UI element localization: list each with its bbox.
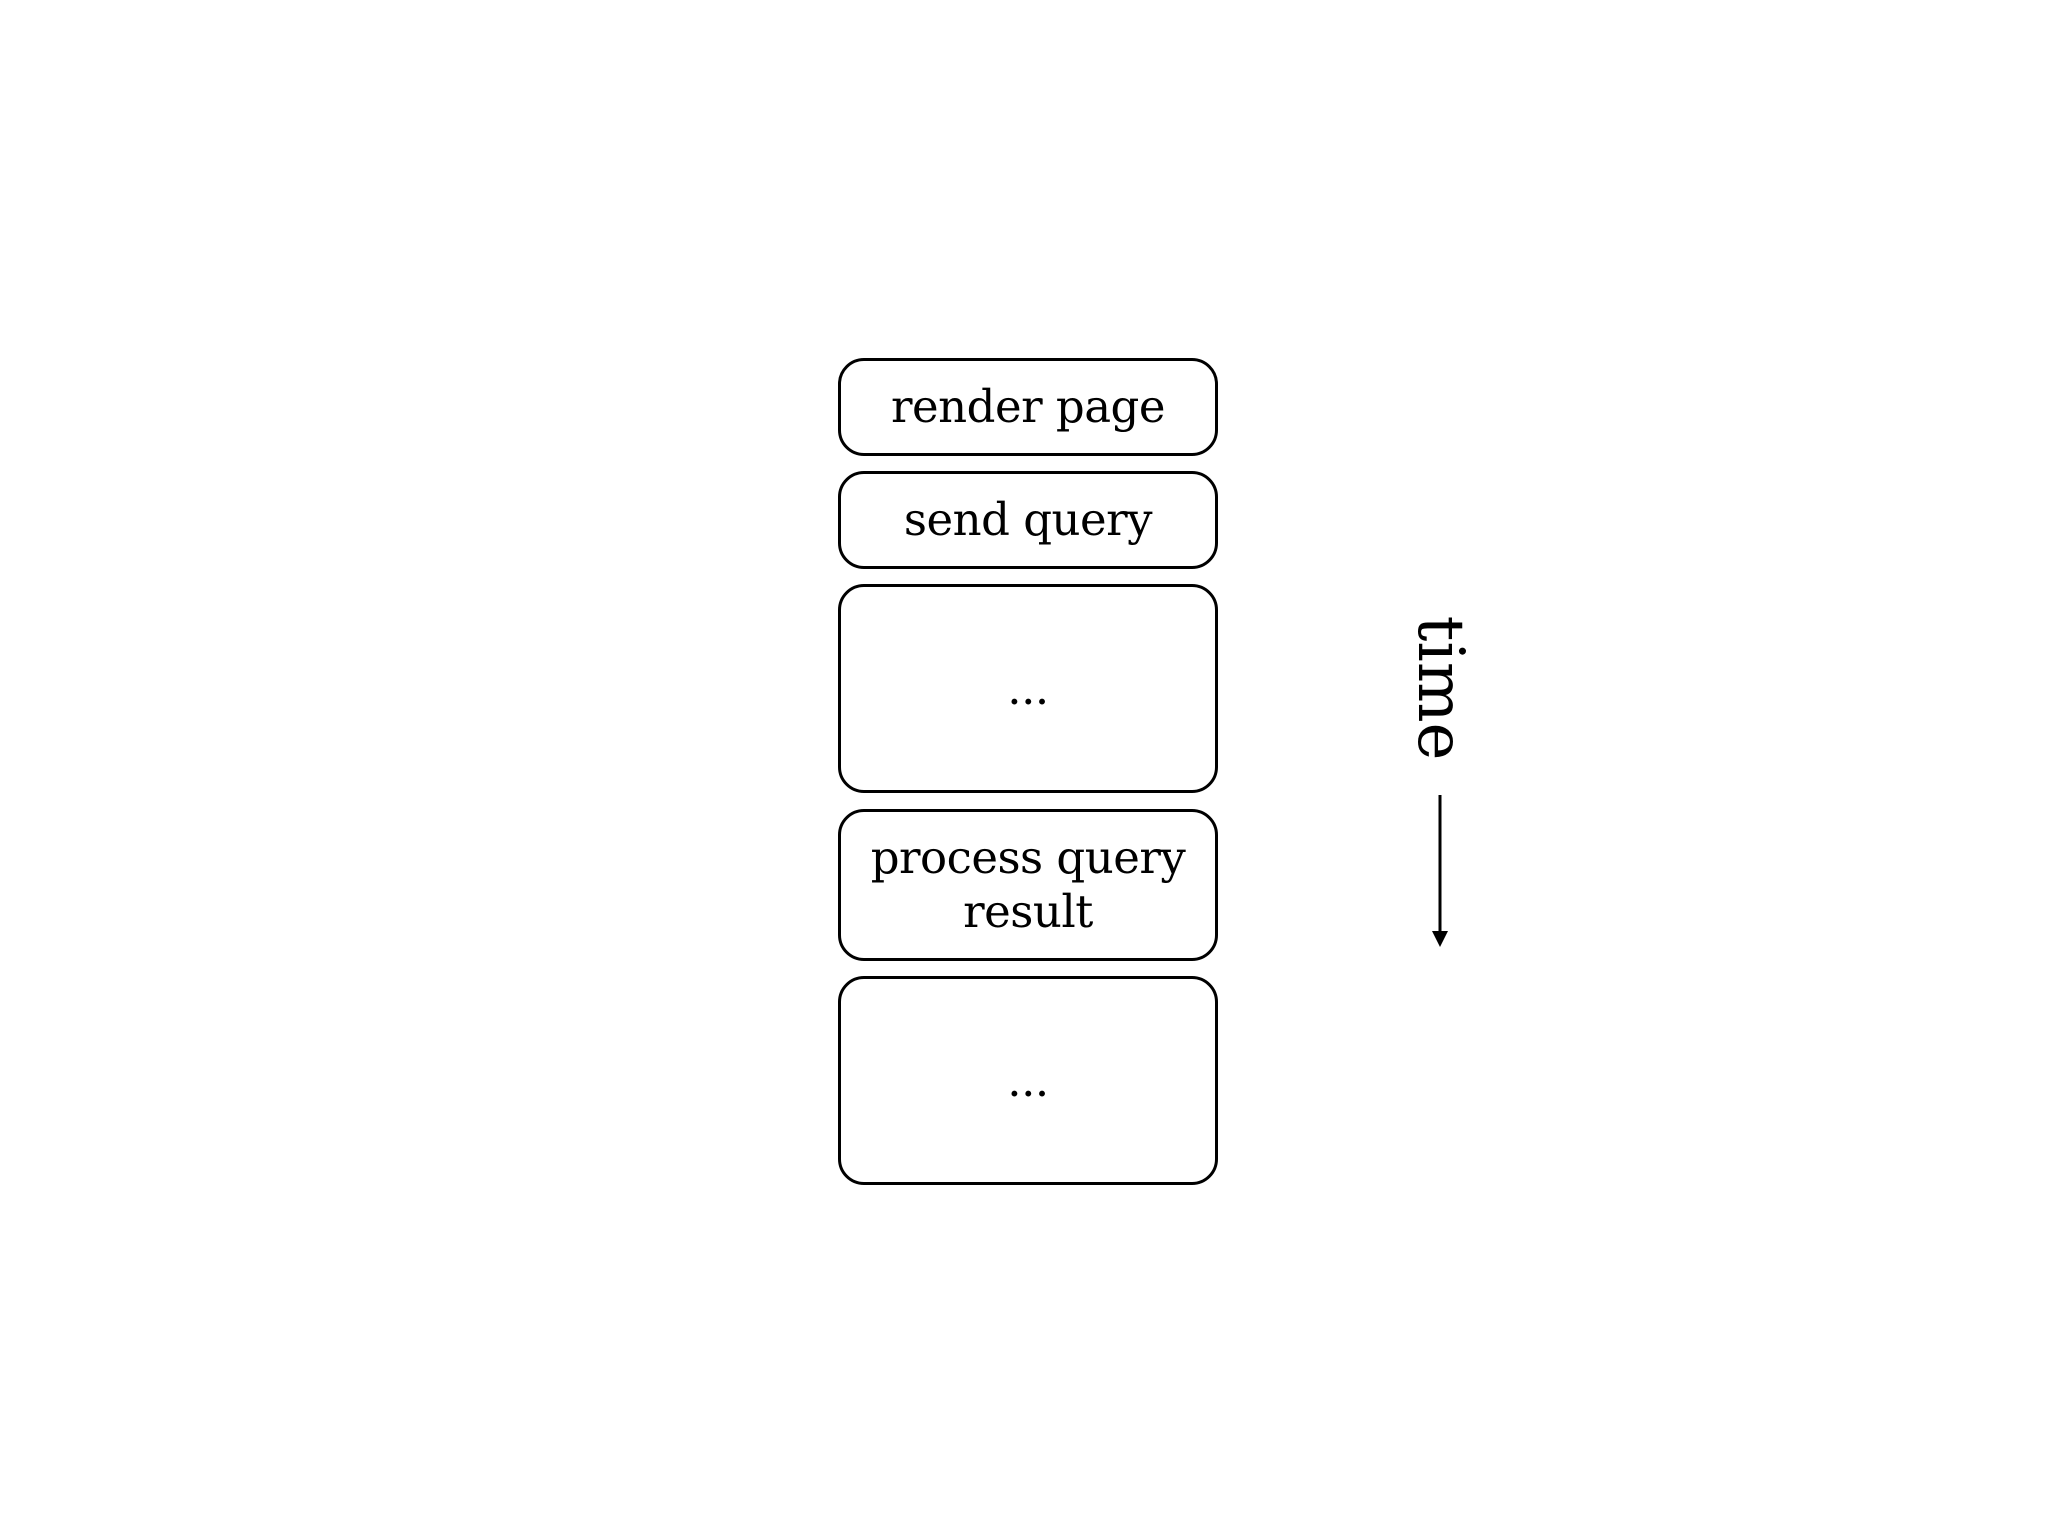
task-block-ellipsis: ... (838, 584, 1218, 793)
task-block-ellipsis: ... (838, 976, 1218, 1185)
task-block-label: ... (1007, 661, 1049, 715)
time-arrow-head (1432, 931, 1448, 947)
task-block-label: send query (903, 493, 1153, 546)
task-block-render-page: render page (838, 358, 1218, 456)
task-block-label: ... (1007, 1053, 1049, 1107)
task-block-label: render page (891, 380, 1165, 433)
task-block-label: process query result (870, 831, 1186, 938)
time-label-text: time (1403, 615, 1477, 761)
down-arrow-icon (1432, 795, 1448, 947)
task-block-process-query-result: process query result (838, 809, 1218, 961)
task-block-send-query: send query (838, 471, 1218, 569)
